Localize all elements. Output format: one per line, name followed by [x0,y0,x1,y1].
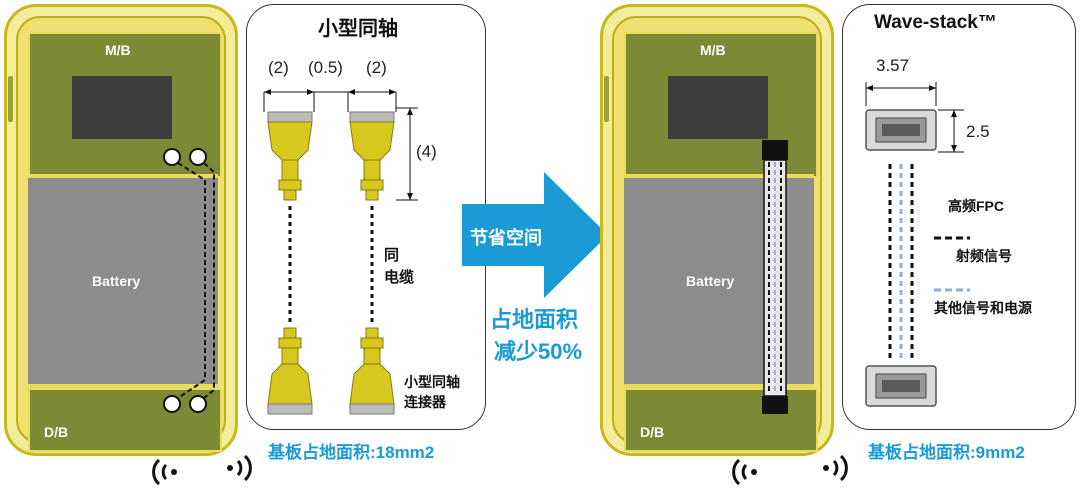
left-db-label: D/B [44,424,69,440]
left-board-area-caption: 基板占地面积:18mm2 [268,443,435,462]
left-coax-route [163,148,215,413]
wireless-signal-icon [152,458,177,486]
left-phone-side-button [8,76,13,122]
wireless-signal-icon [823,454,848,482]
wavestack-panel-title: Wave-stack™ [874,12,997,33]
wireless-signal-icon [227,454,252,482]
wavestack-detail-panel [842,4,1076,430]
coax-connector-label-2: 连接器 [404,394,446,410]
coax-dim-gap: (0.5) [308,58,343,77]
coax-connector-top-left [267,111,313,201]
left-coax-port [163,148,181,166]
coax-dim-width-left: (2) [268,58,289,77]
coax-dim-height: (4) [416,142,437,161]
coax-connector-label: 小型同轴 [404,374,460,390]
coax-cable-label-2: 电缆 [384,269,415,286]
area-reduction-line1: 占地面积 [490,307,579,332]
legend-rf-signal: 射频信号 [956,248,1012,264]
coax-connector-top-right [349,111,395,201]
wavestack-dim-height: 2.5 [966,122,990,141]
legend-high-frequency-fpc: 高频FPC [948,198,1004,214]
right-battery-label: Battery [686,273,735,289]
wavestack-connector-bottom [865,365,937,407]
left-mb-chip [72,76,172,139]
left-coax-port [189,148,207,166]
wavestack-dim-width: 3.57 [876,56,910,75]
right-phone-side-button [604,76,609,122]
left-battery [28,174,218,388]
legend-other-signal-power: 其他信号和电源 [934,300,1032,316]
coax-connector-drawing [263,89,418,415]
right-mb-label: M/B [700,42,726,58]
left-mb-label: M/B [105,42,131,58]
arrow-label: 节省空间 [470,228,542,248]
coax-connector-bottom-right [349,327,395,415]
right-fpc-route [762,140,788,414]
area-reduction-line2: 减少50% [494,339,583,364]
coax-connector-bottom-left [267,327,313,415]
left-db-board [28,388,222,452]
right-db-label: D/B [640,424,665,440]
wavestack-connector-top [865,109,937,151]
wireless-signal-icon [732,458,757,486]
coax-panel-title: 小型同轴 [318,18,398,40]
right-mb-chip [668,76,768,139]
left-battery-label: Battery [92,273,141,289]
coax-dim-width-right: (2) [366,58,387,77]
right-board-area-caption: 基板占地面积:9mm2 [868,443,1025,462]
wavestack-connector-drawing [865,82,970,407]
left-coax-port [189,395,207,413]
coax-cable-label: 同 [384,247,400,264]
space-saving-arrow [462,172,608,298]
left-coax-port [163,395,181,413]
